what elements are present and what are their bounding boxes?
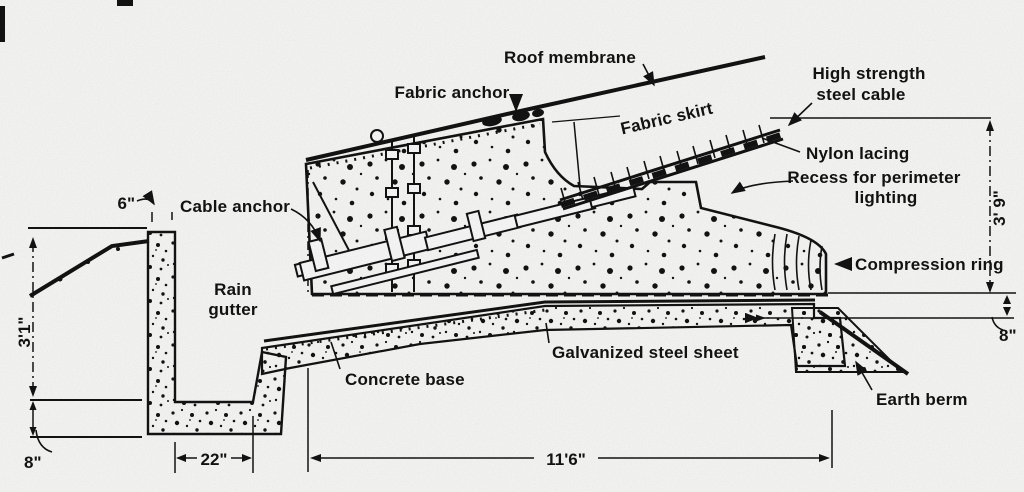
engineering-cross-section-diagram: 3' 9" 8" 6" 3'1" 8" 22" [0, 0, 1024, 492]
diagram-canvas: 3' 9" 8" 6" 3'1" 8" 22" [0, 0, 1024, 492]
photocopy-grain-overlay [0, 0, 1024, 492]
